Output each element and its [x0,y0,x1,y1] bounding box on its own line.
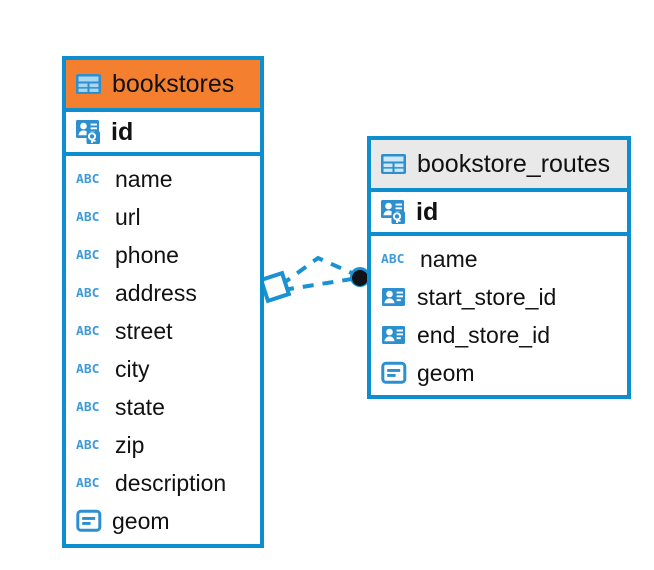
field-label: phone [115,241,179,268]
field-row-city[interactable]: ABC city [66,350,260,388]
foreign-key-icon [381,286,408,308]
entity-primary-key-row-bookstores[interactable]: id [66,108,260,156]
abc-text-icon: ABC [76,475,100,491]
table-icon [380,152,407,176]
field-row-url[interactable]: ABC url [66,198,260,236]
field-label: description [115,469,227,496]
field-label: end_store_id [417,321,550,348]
field-label: url [115,203,141,230]
abc-text-icon: ABC [76,247,100,263]
field-row-description[interactable]: ABC description [66,464,260,502]
abc-text-icon: ABC [76,323,100,339]
field-row-phone[interactable]: ABC phone [66,236,260,274]
entity-primary-key-row-bookstore-routes[interactable]: id [371,188,627,236]
field-label: address [115,279,197,306]
field-row-name[interactable]: ABC name [371,240,627,278]
abc-text-icon: ABC [76,361,100,377]
abc-text-icon: ABC [76,171,100,187]
field-label: geom [417,359,475,386]
primary-key-label: id [111,117,134,146]
abc-text-icon: ABC [381,251,405,267]
geometry-icon [381,361,408,385]
table-icon [75,72,102,96]
field-row-street[interactable]: ABC street [66,312,260,350]
field-row-address[interactable]: ABC address [66,274,260,312]
entity-bookstore-routes[interactable]: bookstore_routes id [367,136,631,399]
relationship-line-upper [279,255,355,287]
abc-text-icon: ABC [76,285,100,301]
entity-header-bookstore-routes[interactable]: bookstore_routes [371,140,627,188]
entity-field-list-bookstores: ABC name ABC url ABC phone ABC address A… [66,156,260,545]
diamond-marker [258,270,292,304]
primary-key-icon [75,119,103,145]
geometry-icon [76,509,103,533]
field-label: zip [115,431,145,458]
entity-title: bookstores [112,69,235,98]
field-row-geom[interactable]: geom [371,354,627,392]
field-row-geom[interactable]: geom [66,502,260,540]
relationship-line-lower [282,277,353,292]
entity-field-list-bookstore-routes: ABC name start_store_id [371,236,627,397]
entity-header-bookstores[interactable]: bookstores [66,60,260,108]
primary-key-label: id [416,197,439,226]
field-row-state[interactable]: ABC state [66,388,260,426]
field-label: geom [112,507,170,534]
field-row-zip[interactable]: ABC zip [66,426,260,464]
foreign-key-icon [381,324,408,346]
field-label: start_store_id [417,283,557,310]
entity-bookstores[interactable]: bookstores id [62,56,264,548]
field-row-end-store-id[interactable]: end_store_id [371,316,627,354]
field-label: name [420,245,478,272]
field-label: city [115,355,150,382]
field-row-start-store-id[interactable]: start_store_id [371,278,627,316]
entity-title: bookstore_routes [417,149,611,178]
abc-text-icon: ABC [76,209,100,225]
primary-key-icon [380,199,408,225]
abc-text-icon: ABC [76,437,100,453]
field-row-name[interactable]: ABC name [66,160,260,198]
abc-text-icon: ABC [76,399,100,415]
field-label: name [115,165,173,192]
field-label: street [115,317,173,344]
field-label: state [115,393,165,420]
